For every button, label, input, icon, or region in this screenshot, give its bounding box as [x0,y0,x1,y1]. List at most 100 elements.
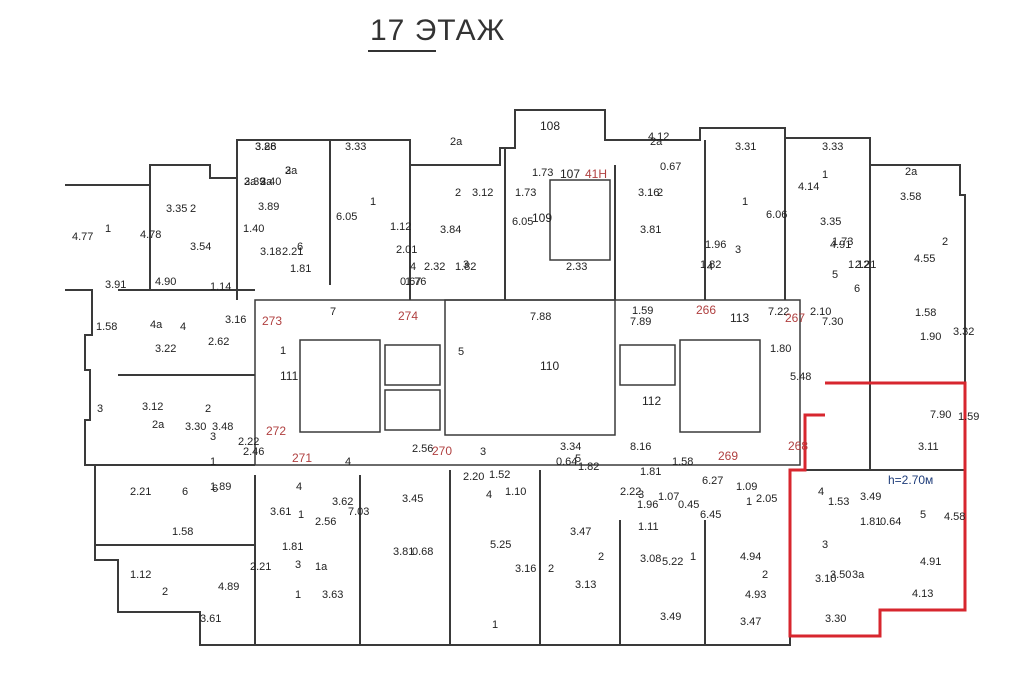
dimension-label: 2.21 [855,259,876,271]
dimension-label: 2 [762,569,768,581]
dimension-label: 3.08 [640,553,661,565]
dimension-label: 2 [942,236,948,248]
dimension-label: 3.54 [190,241,211,253]
dimension-label: 5.48 [790,371,811,383]
dimension-label: 6.27 [702,475,723,487]
dimension-label: 2a [285,165,298,177]
dimension-label: 1a [315,561,328,573]
dimension-label: 2.20 [463,471,484,483]
dimension-label: 0.67 [400,276,421,288]
dimension-label: 3.61 [270,506,291,518]
room-label-107: 107 [560,167,580,181]
dimension-label: 1 [370,196,376,208]
dimension-label: 3.47 [570,526,591,538]
room-label-272: 272 [266,424,286,438]
dimension-label: 1.73 [532,167,553,179]
dimension-label: 1.58 [672,456,693,468]
dimension-label: 5 [832,269,838,281]
dimension-label: 2 [162,586,168,598]
dimension-label: 2 [548,563,554,575]
dimension-label: 1.82 [578,461,599,473]
dimension-label: 4.58 [944,511,965,523]
dimension-label: 2.22 [238,436,259,448]
dimension-label: 3.10 [815,573,836,585]
dimension-label: 1 [742,196,748,208]
dimension-label: 3.39 [244,176,265,188]
room-label-41H: 41Н [585,167,607,181]
dimension-label: 6.05 [512,216,533,228]
dimension-label: 3 [210,431,216,443]
dimension-label: 3.26 [255,141,276,153]
dimension-label: 5 [920,509,926,521]
dimension-label: 1 [295,589,301,601]
dimension-label: 3.22 [155,343,176,355]
dimension-label: 4.13 [912,588,933,600]
dimension-label: 2.21 [130,486,151,498]
dimension-label: 4 [180,321,186,333]
dimension-label: 3 [735,244,741,256]
dimension-label: 6 [182,486,188,498]
dimension-label: 3.31 [735,141,756,153]
room-label-267: 267 [785,311,805,325]
dimension-label: 2.05 [756,493,777,505]
dimension-label: 1.82 [700,259,721,271]
dimension-label: 1.81 [290,263,311,275]
dimension-label: 3.16 [225,314,246,326]
dimension-label: 2 [455,187,461,199]
room-label-108: 108 [540,119,560,133]
highlighted-apartment-outline [788,381,967,638]
ceiling-height-label: h=2.70м [888,473,933,487]
dimension-label: 1.80 [770,343,791,355]
stair-right [679,339,761,433]
room-label-110: 110 [540,359,559,373]
dimension-label: 1 [298,509,304,521]
dimension-label: 4.93 [745,589,766,601]
dimension-label: 3.35 [166,203,187,215]
dimension-label: 3.49 [660,611,681,623]
dimension-label: 0.64 [880,516,901,528]
room-label-268: 268 [788,439,808,453]
dimension-label: 1.81 [860,516,881,528]
dimension-label: 7.90 [930,409,951,421]
dimension-label: 2.56 [315,516,336,528]
dimension-label: 4 [410,261,416,273]
dimension-label: 3.16 [638,187,659,199]
dimension-label: 6 [854,283,860,295]
dimension-label: 1.96 [637,499,658,511]
dimension-label: 1.73 [515,187,536,199]
dimension-label: 7.30 [822,316,843,328]
dimension-label: 1.76 [405,276,426,288]
dimension-label: 3.12 [472,187,493,199]
title-underline [368,50,436,52]
floor-word: ЭТАЖ [414,14,506,47]
dimension-label: 5 [575,453,581,465]
dimension-label: 5 [458,346,464,358]
dimension-label: 0.67 [660,161,681,173]
dimension-label: 1.07 [658,491,679,503]
room-label-111: 111 [280,369,299,383]
dimension-label: 1.81 [282,541,303,553]
dimension-label: 4 [345,456,351,468]
dimension-label: 2a [450,136,463,148]
dimension-label: 3.40 [260,176,281,188]
dimension-label: 2a [905,166,918,178]
dimension-label: 4 [486,489,492,501]
dimension-label: 1 [746,496,752,508]
dimension-label: 1.81 [640,466,661,478]
dimension-label: 1.59 [632,305,653,317]
dimension-label: 2a [260,176,273,188]
dimension-label: 3 [463,259,469,271]
room-label-270: 270 [432,444,452,458]
room-label-109: 109 [532,211,552,225]
dimension-label: 4.90 [155,276,176,288]
dimension-label: 2.22 [620,486,641,498]
dimension-label: 1.52 [489,469,510,481]
dimension-label: 1.09 [736,481,757,493]
dimension-label: 3.50 [830,569,851,581]
dimension-label: 2.10 [810,306,831,318]
dimension-label: 3.32 [953,326,974,338]
dimension-label: 3.88 [255,141,276,153]
dimension-label: 6.45 [700,509,721,521]
dimension-label: 1.90 [920,331,941,343]
room-label-273: 273 [262,314,282,328]
